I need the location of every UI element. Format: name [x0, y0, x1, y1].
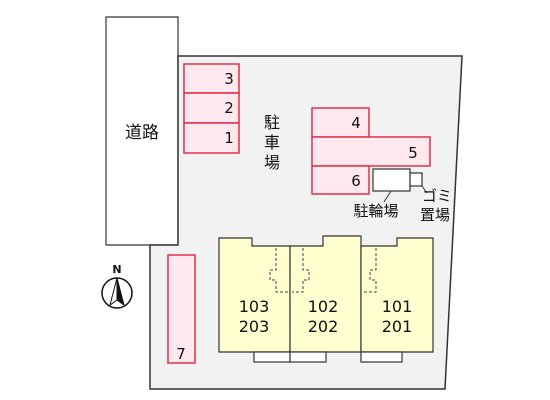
bicycle-parking-structure: [372, 168, 411, 192]
unit-number: 103: [239, 297, 270, 316]
parking-space-4: [311, 107, 370, 138]
garbage-leader-line: [421, 185, 428, 194]
parking-space-5: [311, 136, 431, 167]
bicycle-leader-line: [383, 190, 392, 203]
balcony: [289, 351, 327, 363]
parking-label-char: 駐: [264, 113, 280, 132]
parking-space-label: 5: [408, 144, 418, 162]
balcony: [360, 351, 403, 363]
parking-group-left: 3 2 1: [183, 63, 240, 154]
parking-space-label: 3: [224, 70, 234, 88]
unit-number: 202: [308, 317, 339, 336]
road-label: 道路: [125, 123, 159, 143]
parking-space-label: 1: [224, 129, 234, 147]
unit-number: 102: [308, 297, 339, 316]
unit-number: 101: [382, 297, 413, 316]
apartment-building: 103 203 102 202 101 201: [218, 235, 434, 363]
parking-group-right: 4 5 6: [311, 107, 431, 195]
north-label: N: [112, 263, 121, 276]
parking-space-1: [183, 122, 240, 154]
north-arrow-icon: N: [101, 263, 133, 309]
unit-number: 203: [239, 317, 270, 336]
svg-text:駐車場: 駐車場: [264, 113, 280, 172]
parking-space-3: [183, 63, 240, 94]
parking-space-label: 2: [224, 99, 234, 117]
bicycle-parking-label: 駐輪場: [353, 202, 398, 220]
svg-text:ゴミ: ゴミ: [422, 187, 452, 205]
parking-space-7: [167, 254, 196, 364]
unit-entry-dashed: [364, 248, 377, 293]
unit-entry-dashed: [292, 248, 310, 293]
parking-space-label: 7: [176, 345, 186, 363]
parking-space-label: 4: [351, 114, 361, 132]
parking-label-char: 車: [264, 133, 280, 152]
parking-space-6: [311, 165, 370, 195]
unit-number: 201: [382, 317, 413, 336]
garbage-structure: [409, 172, 423, 187]
unit-entry-dashed: [269, 248, 288, 293]
balcony: [253, 351, 291, 363]
parking-label: 駐車場: [264, 113, 280, 172]
svg-text:置場: 置場: [420, 206, 450, 224]
parking-label-char: 場: [264, 153, 280, 172]
parking-space-label: 6: [351, 172, 361, 190]
garbage-label: ゴミ 置場: [420, 187, 452, 224]
